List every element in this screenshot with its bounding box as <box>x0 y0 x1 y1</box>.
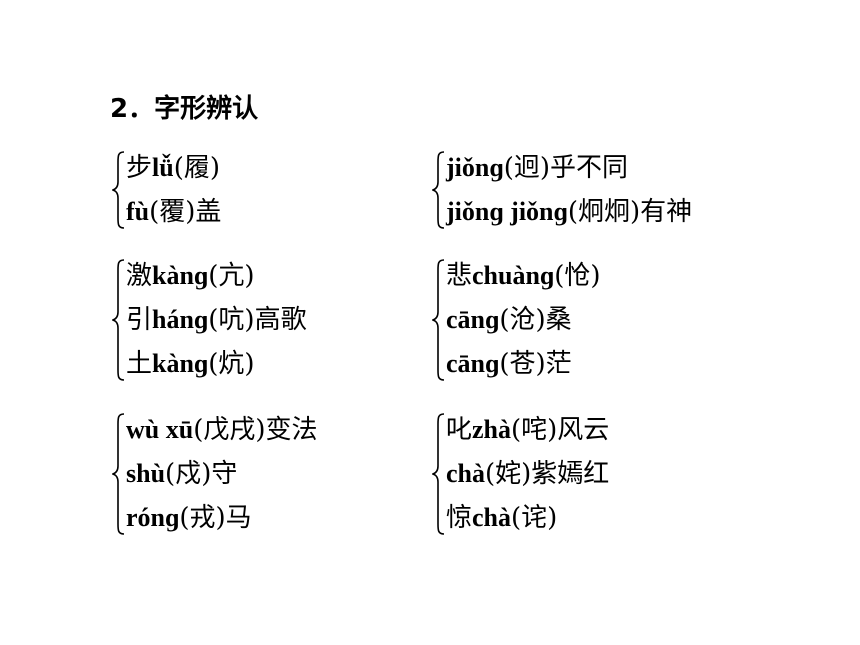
hanzi-text: (吭)高歌 <box>208 305 307 335</box>
hanzi-text: 惊 <box>446 503 473 533</box>
char-line: chà(姹)紫嫣红 <box>446 459 609 489</box>
hanzi-text: 步 <box>126 153 153 183</box>
curly-brace-icon <box>112 413 125 535</box>
hanzi-text: (覆)盖 <box>149 197 222 227</box>
pinyin-text: fù <box>126 197 150 226</box>
pinyin-text: shù <box>126 459 166 488</box>
pinyin-text: cānɡ <box>446 305 500 334</box>
hanzi-text: (戍)守 <box>165 459 238 489</box>
pinyin-text: rónɡ <box>126 503 180 532</box>
hanzi-text: (亢) <box>208 261 255 291</box>
hanzi-text: (姹)紫嫣红 <box>485 459 610 489</box>
pinyin-text: kànɡ <box>152 261 209 290</box>
char-line: wù xū(戊戌)变法 <box>126 415 318 445</box>
section-heading: 2．字形辨认 <box>110 94 259 124</box>
char-line: shù(戍)守 <box>126 459 237 489</box>
curly-brace-icon <box>112 151 125 229</box>
hanzi-text: (履) <box>173 153 220 183</box>
hanzi-text: (怆) <box>554 261 601 291</box>
hanzi-text: 激 <box>126 261 153 291</box>
curly-brace-icon <box>432 151 445 229</box>
char-line: jiǒnɡ jiǒnɡ(炯炯)有神 <box>446 197 692 227</box>
pinyin-text: jiǒnɡ <box>446 153 504 182</box>
hanzi-text: (戊戌)变法 <box>193 415 318 445</box>
char-line: rónɡ(戎)马 <box>126 503 252 533</box>
hanzi-text: (沧)桑 <box>499 305 572 335</box>
char-line: cānɡ(沧)桑 <box>446 305 572 335</box>
char-line: 土kànɡ(炕) <box>126 349 255 379</box>
hanzi-text: (苍)茫 <box>499 349 572 379</box>
curly-brace-icon <box>432 413 445 535</box>
char-line: 惊chà(诧) <box>446 503 557 533</box>
hanzi-text: (迥)乎不同 <box>503 153 628 183</box>
char-line: 悲chuànɡ(怆) <box>446 261 601 291</box>
hanzi-text: (咤)风云 <box>511 415 610 445</box>
char-line: 步lǚ(履) <box>126 153 220 183</box>
hanzi-text: 土 <box>126 349 153 379</box>
pinyin-text: chà <box>446 459 485 488</box>
char-line: 激kànɡ(亢) <box>126 261 255 291</box>
hanzi-text: 引 <box>126 305 153 335</box>
pinyin-text: kànɡ <box>152 349 209 378</box>
curly-brace-icon <box>432 259 445 381</box>
pinyin-text: cānɡ <box>446 349 500 378</box>
hanzi-text: 叱 <box>446 415 473 445</box>
curly-brace-icon <box>112 259 125 381</box>
pinyin-text: hánɡ <box>152 305 209 334</box>
hanzi-text: (炕) <box>208 349 255 379</box>
pinyin-text: zhà <box>472 415 512 444</box>
pinyin-text: lǚ <box>152 153 174 182</box>
char-line: 叱zhà(咤)风云 <box>446 415 609 445</box>
hanzi-text: (戎)马 <box>179 503 252 533</box>
pinyin-text: chà <box>472 503 512 532</box>
char-line: cānɡ(苍)茫 <box>446 349 572 379</box>
hanzi-text: 悲 <box>446 261 473 291</box>
pinyin-text: chuànɡ <box>472 261 555 290</box>
char-line: 引hánɡ(吭)高歌 <box>126 305 307 335</box>
pinyin-text: jiǒnɡ jiǒnɡ <box>446 197 568 226</box>
hanzi-text: (炯炯)有神 <box>567 197 693 227</box>
char-line: fù(覆)盖 <box>126 197 221 227</box>
pinyin-text: wù xū <box>126 415 194 444</box>
char-line: jiǒnɡ(迥)乎不同 <box>446 153 628 183</box>
hanzi-text: (诧) <box>511 503 558 533</box>
